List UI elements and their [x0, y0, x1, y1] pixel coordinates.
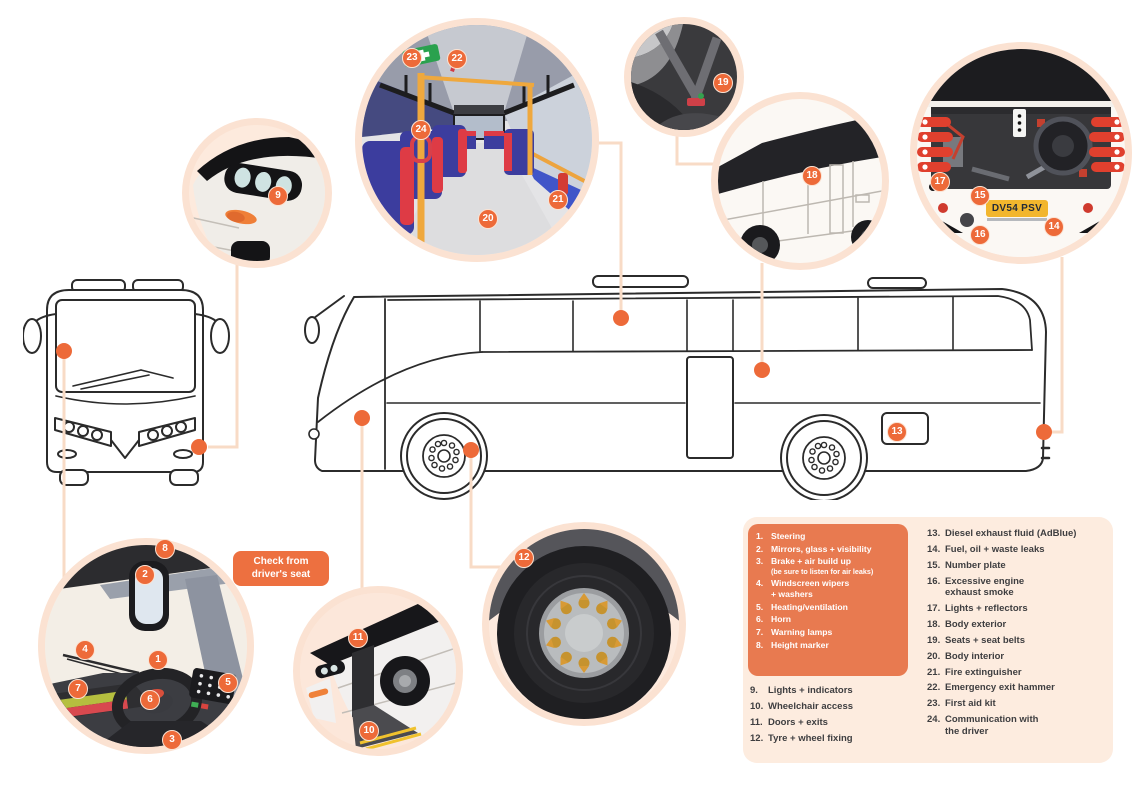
body-exterior-circle — [711, 92, 889, 270]
marker-17-lights-reflectors: 17 — [930, 172, 950, 192]
legend-item-23: 23.First aid kit — [927, 698, 996, 710]
legend-item-7: 7.Warning lamps — [756, 627, 833, 638]
body-interior-circle — [355, 18, 599, 262]
marker-7-warning-lamps: 7 — [68, 679, 88, 699]
legend-item-12: 12.Tyre + wheel fixing — [750, 732, 853, 744]
legend-item-3: 3.Brake + air build up(be sure to listen… — [756, 556, 874, 577]
callout-dot-front-wheel — [463, 442, 479, 458]
callout-dot-rear — [1036, 424, 1052, 440]
marker-21-fire-extinguisher: 21 — [548, 190, 568, 210]
legend-walkaround-checks: 9.Lights + indicators 10.Wheelchair acce… — [750, 685, 910, 749]
callout-dot-body-side — [754, 362, 770, 378]
badge-line-2: driver's seat — [251, 568, 311, 580]
number-plate: DV54 PSV — [986, 200, 1048, 217]
legend-item-2: 2.Mirrors, glass + visibility — [756, 543, 872, 554]
legend-driver-seat-checks: 1.Steering 2.Mirrors, glass + visibility… — [748, 524, 908, 676]
legend-item-8: 8.Height marker — [756, 639, 829, 650]
marker-16-exhaust-smoke: 16 — [970, 225, 990, 245]
legend-panel: 1.Steering 2.Mirrors, glass + visibility… — [743, 517, 1113, 763]
bus-side-view-illustration — [304, 275, 1051, 500]
legend-item-9: 9.Lights + indicators — [750, 685, 853, 696]
marker-11-doors-exits: 11 — [348, 628, 368, 648]
legend-item-19: 19.Seats + seat belts — [927, 634, 1026, 646]
headlight-detail-circle — [182, 118, 332, 268]
marker-1-steering: 1 — [148, 650, 168, 670]
legend-walkaround-checks-2: 13.Diesel exhaust fluid (AdBlue) 14.Fuel… — [927, 528, 1107, 741]
marker-24-communication: 24 — [411, 120, 431, 140]
legend-item-13: 13.Diesel exhaust fluid (AdBlue) — [927, 528, 1077, 539]
legend-item-6: 6.Horn — [756, 614, 792, 625]
legend-item-18: 18.Body exterior — [927, 618, 1007, 630]
legend-item-14: 14.Fuel, oil + waste leaks — [927, 543, 1045, 555]
legend-item-11: 11.Doors + exits — [750, 716, 828, 728]
marker-13-adblue: 13 — [887, 422, 907, 442]
marker-19-seat-belts: 19 — [713, 73, 733, 93]
marker-15-number-plate: 15 — [970, 186, 990, 206]
marker-10-wheelchair-access: 10 — [359, 721, 379, 741]
legend-item-21: 21.Fire extinguisher — [927, 666, 1022, 678]
legend-item-22: 22.Emergency exit hammer — [927, 682, 1055, 694]
marker-23-first-aid: 23 — [402, 48, 422, 68]
marker-3-brake: 3 — [162, 730, 182, 750]
legend-item-5: 5.Heating/ventilation — [756, 601, 848, 612]
check-from-drivers-seat-label: Check from driver's seat — [233, 551, 329, 586]
callout-dot-roof-side — [613, 310, 629, 326]
marker-20-body-interior: 20 — [478, 209, 498, 229]
callout-dot-front-door — [354, 410, 370, 426]
legend-item-4: 4.Windscreen wipers+ washers — [756, 578, 850, 599]
marker-2-mirrors: 2 — [135, 565, 155, 585]
legend-item-17: 17.Lights + reflectors — [927, 602, 1028, 614]
legend-item-10: 10.Wheelchair access — [750, 700, 854, 712]
marker-8-height-marker: 8 — [155, 539, 175, 559]
marker-6-horn: 6 — [140, 690, 160, 710]
marker-22-exit-hammer: 22 — [447, 49, 467, 69]
engine-rear-circle — [910, 42, 1132, 264]
badge-line-1: Check from — [253, 556, 309, 567]
legend-item-20: 20.Body interior — [927, 650, 1005, 662]
marker-14-fuel-oil-leaks: 14 — [1044, 217, 1064, 237]
marker-5-heating: 5 — [218, 673, 238, 693]
marker-18-body-exterior: 18 — [802, 166, 822, 186]
marker-9-lights-indicators: 9 — [268, 186, 288, 206]
wheelchair-access-circle — [293, 586, 463, 756]
legend-item-15: 15.Number plate — [927, 559, 1006, 571]
tyre-wheel-circle — [482, 522, 686, 726]
callout-dot-headlight — [191, 439, 207, 455]
legend-item-1: 1.Steering — [756, 531, 806, 541]
marker-4-wipers: 4 — [75, 640, 95, 660]
bus-front-view-illustration — [23, 279, 230, 486]
callout-dot-windscreen — [56, 343, 72, 359]
marker-12-tyre-wheel-fixing: 12 — [514, 548, 534, 568]
